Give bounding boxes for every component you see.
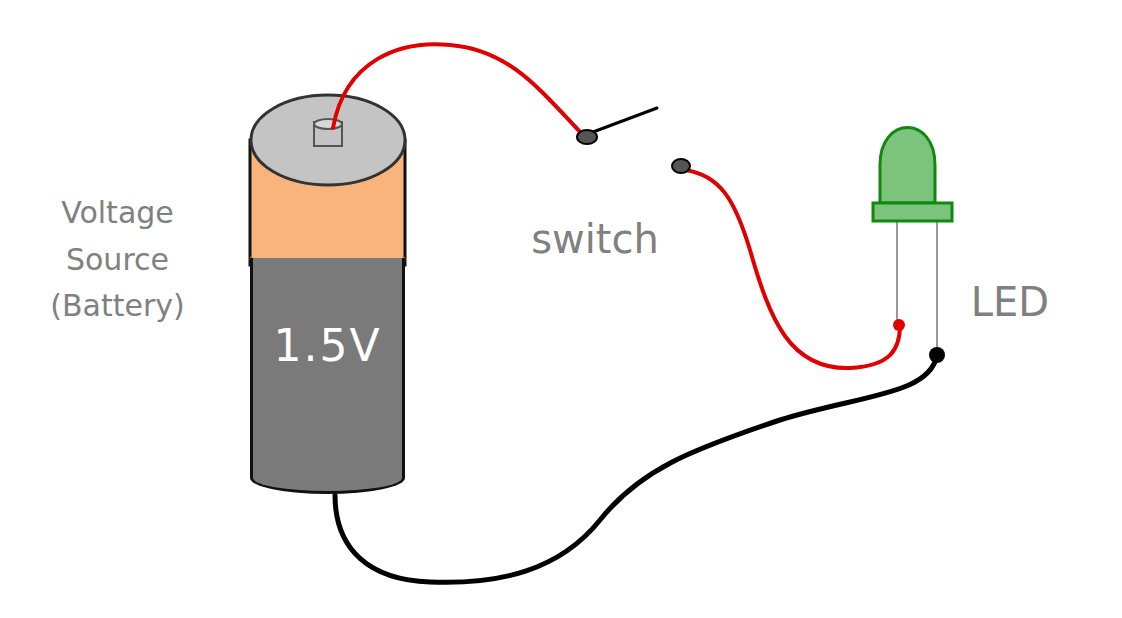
battery-body: 1.5V bbox=[250, 258, 405, 494]
voltage-value: 1.5V bbox=[273, 320, 381, 371]
led-lead bbox=[936, 220, 938, 355]
switch-terminal bbox=[577, 130, 597, 144]
component-label: Voltage Source (Battery) bbox=[30, 190, 205, 330]
battery-cap bbox=[251, 95, 405, 185]
led-lead bbox=[896, 220, 898, 325]
wire-joint bbox=[893, 319, 905, 331]
part-label: LED bbox=[955, 278, 1065, 326]
switch-lever bbox=[585, 108, 657, 135]
red-wire bbox=[685, 170, 900, 368]
battery-terminal-top bbox=[314, 119, 342, 129]
black-wire bbox=[335, 355, 937, 582]
wire-joint bbox=[929, 347, 945, 363]
part-label: switch bbox=[505, 215, 685, 263]
led-base bbox=[873, 203, 952, 221]
led-dome bbox=[880, 128, 935, 204]
red-wire bbox=[333, 44, 583, 135]
switch-terminal bbox=[672, 159, 690, 173]
